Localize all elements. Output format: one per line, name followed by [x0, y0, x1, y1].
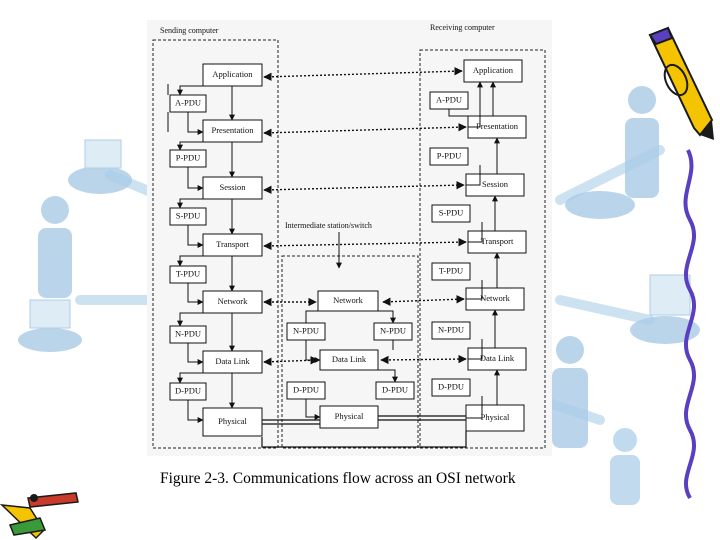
recv-d-pdu-box: [431, 378, 471, 397]
receiving-computer-label: Receiving computer: [430, 23, 495, 32]
send-a-pdu-label: A-PDU: [175, 97, 201, 107]
recv-transport-label: Transport: [481, 236, 514, 246]
person-icon: [610, 428, 640, 505]
mid-d-pdu-left-label: D-PDU: [293, 384, 319, 394]
send-application-label: Application: [212, 69, 253, 79]
send-session-label: Session: [220, 182, 247, 192]
recv-up-arrows: [448, 81, 500, 419]
laptop-icon: [630, 274, 700, 344]
send-transport-label: Transport: [216, 239, 249, 249]
send-down-arrows: [167, 84, 235, 423]
recv-datalink-label: Data Link: [480, 353, 515, 363]
wavy-border: [683, 149, 697, 500]
send-t-pdu-label: T-PDU: [176, 268, 200, 278]
sending-computer-label: Sending computer: [160, 26, 219, 35]
laptop-icon: [18, 299, 82, 352]
recv-s-pdu-box: [431, 204, 471, 223]
recv-t-pdu-box: [431, 262, 471, 281]
pencil-icon: [648, 26, 714, 140]
recv-network-label: Network: [480, 293, 510, 303]
send-datalink-label: Data Link: [215, 356, 250, 366]
recv-session-label: Session: [482, 179, 509, 189]
send-s-pdu-label: S-PDU: [176, 210, 201, 220]
recv-p-pdu-label: P-PDU: [437, 150, 462, 160]
mid-n-pdu-right-label: N-PDU: [380, 325, 406, 335]
recv-presentation-label: Presentation: [476, 121, 519, 131]
sending-computer-frame: [152, 39, 279, 449]
recv-p-pdu-box: [429, 147, 469, 166]
person-icon: [625, 86, 659, 198]
laptop-icon: [68, 139, 132, 194]
recv-d-pdu-label: D-PDU: [438, 381, 464, 391]
recv-t-pdu-label: T-PDU: [439, 265, 463, 275]
intermediate-station-label: Intermediate station/switch: [285, 221, 372, 230]
intermediate-station-frame: [281, 255, 419, 449]
person-icon: [38, 196, 72, 298]
physical-medium: [261, 415, 467, 448]
mid-datalink-label: Data Link: [332, 354, 367, 364]
recv-a-pdu-label: A-PDU: [436, 94, 462, 104]
mid-d-pdu-right-label: D-PDU: [382, 384, 408, 394]
figure-caption: Figure 2-3. Communications flow across a…: [160, 470, 516, 487]
recv-n-pdu-box: [431, 321, 471, 340]
mid-arrows: [305, 310, 398, 420]
recv-physical-label: Physical: [481, 412, 510, 422]
mid-network-box: [317, 290, 379, 312]
send-physical-box: [202, 407, 263, 437]
recv-n-pdu-label: N-PDU: [438, 324, 464, 334]
person-icon: [552, 336, 588, 448]
recv-application-label: Application: [473, 65, 514, 75]
send-p-pdu-label: P-PDU: [176, 152, 201, 162]
mid-n-pdu-left-label: N-PDU: [293, 325, 319, 335]
send-d-pdu-label: D-PDU: [175, 385, 201, 395]
laptop-icon: [565, 191, 635, 219]
recv-s-pdu-label: S-PDU: [439, 207, 464, 217]
crayons-icon: [0, 492, 79, 540]
send-network-label: Network: [218, 296, 248, 306]
send-presentation-label: Presentation: [211, 125, 254, 135]
mid-physical-label: Physical: [335, 411, 364, 421]
send-n-pdu-label: N-PDU: [175, 328, 201, 338]
mid-network-label: Network: [333, 295, 363, 305]
send-physical-label: Physical: [218, 416, 247, 426]
